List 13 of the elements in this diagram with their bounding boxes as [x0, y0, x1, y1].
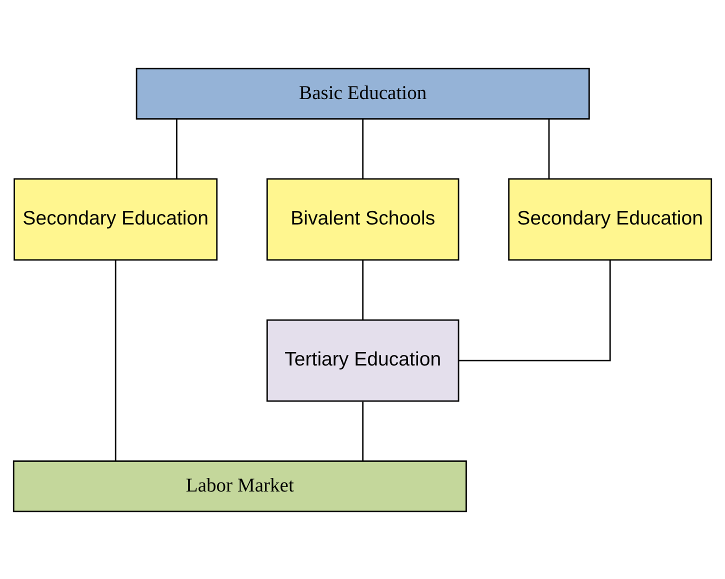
node-box: Secondary Education: [14, 178, 218, 260]
node-box: Tertiary Education: [266, 318, 460, 402]
connector: [114, 259, 116, 461]
connector: [176, 118, 178, 178]
connector: [458, 260, 611, 361]
connector: [362, 118, 364, 178]
connector: [362, 401, 364, 460]
node-box: Secondary Education: [508, 178, 712, 260]
node-box: Labor Market: [12, 460, 467, 512]
node-box: Bivalent Schools: [266, 178, 460, 260]
node-box: Basic Education: [136, 67, 590, 120]
connector: [362, 260, 364, 320]
connector: [548, 118, 550, 178]
